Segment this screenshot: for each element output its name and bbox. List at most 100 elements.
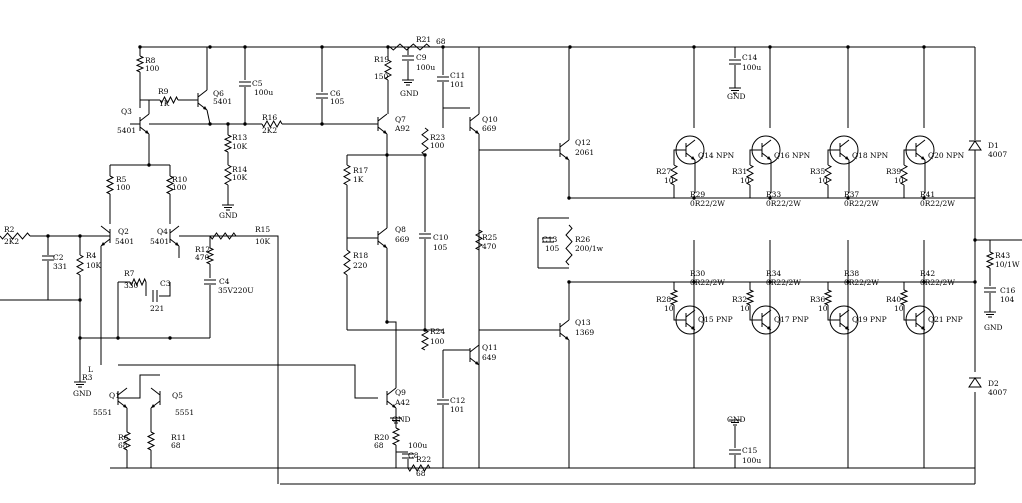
transistor-q10 <box>469 113 480 135</box>
label-r18: R18 <box>353 251 368 260</box>
resistor-r40 <box>899 289 909 306</box>
label-r7v: 330 <box>124 281 139 290</box>
label-q15: Q15 <box>698 315 714 324</box>
label-q2: Q2 <box>118 227 129 236</box>
label-c13: C13 <box>542 235 558 244</box>
transistor-q16 <box>751 135 781 165</box>
resistor-r5 <box>105 175 115 195</box>
label-c15v: 100u <box>742 456 761 465</box>
transistor-q19 <box>829 305 859 335</box>
resistor-r26 <box>565 224 573 266</box>
label-r17: R17 <box>353 166 368 175</box>
label-q21: Q21 <box>928 315 944 324</box>
label-c6: C6 <box>330 89 341 98</box>
capacitor-c11 <box>437 76 449 82</box>
transistor-q11 <box>469 344 480 366</box>
label-c14: C14 <box>742 53 758 62</box>
label-gnd: GND <box>219 211 238 220</box>
transistor-q3 <box>139 113 150 135</box>
label-c14v: 100u <box>742 63 761 72</box>
label-r34: R34 <box>766 269 781 278</box>
label-q1: Q1 <box>109 391 120 400</box>
label-v10: 10 <box>818 176 828 185</box>
label-q10: Q10 <box>482 115 498 124</box>
ground-q9 <box>390 417 402 424</box>
transistor-q7 <box>377 113 388 135</box>
label-c3v: 221 <box>150 304 164 313</box>
label-c12v: 101 <box>450 405 464 414</box>
label-r11: R11 <box>171 433 186 442</box>
label-r9v: 1K <box>159 99 170 108</box>
label-r9: R9 <box>158 87 169 96</box>
label-l: L <box>88 365 93 374</box>
diode-d1 <box>968 140 982 151</box>
label-r25: R25 <box>482 233 497 242</box>
label-r19: R19 <box>374 55 389 64</box>
label-r13: R13 <box>232 133 247 142</box>
label-emit: 0R22/2W <box>844 199 879 208</box>
label-c16: C16 <box>1000 286 1016 295</box>
label-r17v: 1K <box>353 175 364 184</box>
capacitor-c16 <box>984 287 996 293</box>
ground-r3 <box>74 381 86 388</box>
label-pnp: PNP <box>792 315 809 324</box>
label-r30: R30 <box>690 269 705 278</box>
label-r39: R39 <box>886 167 901 176</box>
label-q7v: A92 <box>394 124 410 133</box>
label-v10: 10 <box>894 304 904 313</box>
ground-c16 <box>984 311 996 318</box>
label-pnp: PNP <box>946 315 963 324</box>
label-r41: R41 <box>920 190 935 199</box>
label-r19v: 150 <box>374 72 389 81</box>
label-c4: C4 <box>219 277 230 286</box>
label-c5v: 100u <box>254 88 273 97</box>
label-r16: R16 <box>262 113 277 122</box>
label-r32: R32 <box>732 295 747 304</box>
label-emit: 0R22/2W <box>920 199 955 208</box>
label-r24v: 100 <box>430 337 445 346</box>
label-q13: Q13 <box>575 318 591 327</box>
resistor-r21 <box>389 43 431 51</box>
label-v10: 10 <box>818 304 828 313</box>
label-r20v: 68 <box>374 441 384 450</box>
label-r42: R42 <box>920 269 935 278</box>
transistor-q21 <box>905 305 935 335</box>
label-d2v: 4007 <box>988 388 1007 397</box>
label-emit: 0R22/2W <box>690 199 725 208</box>
label-r27: R27 <box>656 167 671 176</box>
transistor-q1 <box>117 387 128 409</box>
label-gnd: GND <box>984 323 1003 332</box>
resistor-r31 <box>745 164 755 186</box>
transistor-q2 <box>100 225 111 247</box>
label-r18v: 220 <box>353 261 368 270</box>
capacitor-c6 <box>316 93 328 99</box>
label-r7: R7 <box>124 269 135 278</box>
label-r33: R33 <box>766 190 781 199</box>
transistor-q8 <box>377 227 388 249</box>
label-q8: Q8 <box>395 225 406 234</box>
label-r25v: 470 <box>482 242 497 251</box>
components <box>0 43 996 472</box>
transistor-q9 <box>386 387 397 409</box>
label-r4v: 10K <box>86 261 102 270</box>
label-r22: R22 <box>416 455 431 464</box>
resistor-r18 <box>343 249 351 276</box>
label-r40: R40 <box>886 295 901 304</box>
label-r14v: 10K <box>232 173 248 182</box>
label-q17: Q17 <box>774 315 790 324</box>
label-r23v: 100 <box>430 141 445 150</box>
resistor-r39 <box>899 164 909 186</box>
label-r2: R2 <box>4 225 15 234</box>
label-d2: D2 <box>988 379 999 388</box>
label-c12: C12 <box>450 396 466 405</box>
ground-c14 <box>729 87 741 94</box>
capacitor-c8 <box>402 453 414 459</box>
label-q2v: 5401 <box>115 237 134 246</box>
transistor-q13 <box>559 319 570 341</box>
label-npn: NPN <box>870 151 889 160</box>
label-emit: 0R22/2W <box>844 278 879 287</box>
ground-c9 <box>402 79 414 86</box>
label-c8: C8 <box>408 451 419 460</box>
label-q13v: 1369 <box>575 328 594 337</box>
